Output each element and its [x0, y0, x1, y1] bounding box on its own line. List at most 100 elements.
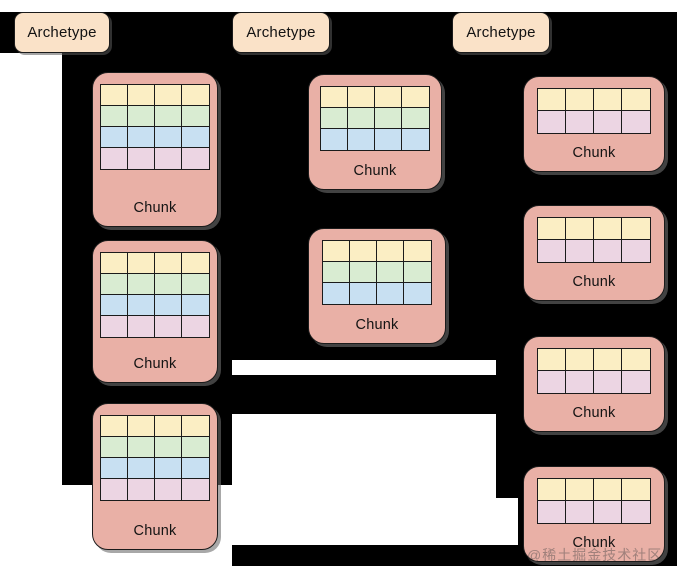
chunk-grid-cell	[538, 501, 566, 523]
background-white-region	[0, 53, 62, 485]
chunk-grid-cell	[375, 129, 402, 150]
chunk-label: Chunk	[133, 200, 177, 216]
chunk-grid-row	[101, 316, 209, 337]
chunk-component-grid	[100, 415, 210, 501]
chunk-grid-cell	[155, 106, 182, 127]
chunk-card[interactable]: Chunk	[523, 205, 665, 301]
chunk-card[interactable]: Chunk	[92, 403, 218, 550]
chunk-grid-cell	[182, 479, 209, 500]
chunk-grid-cell	[155, 148, 182, 169]
chunk-card[interactable]: Chunk	[308, 228, 446, 344]
chunk-grid-cell	[375, 87, 402, 108]
chunk-grid-cell	[402, 108, 429, 129]
chunk-grid-cell	[128, 295, 155, 316]
chunk-component-grid	[100, 252, 210, 338]
chunk-grid-cell	[566, 501, 594, 523]
chunk-grid-cell	[182, 253, 209, 274]
chunk-card[interactable]: Chunk	[523, 466, 665, 562]
archetype-box[interactable]: Archetype	[452, 12, 550, 53]
chunk-card[interactable]: Chunk	[92, 72, 218, 227]
chunk-grid-row	[101, 479, 209, 500]
chunk-grid-cell	[128, 458, 155, 479]
chunk-grid-cell	[182, 85, 209, 106]
chunk-grid-cell	[348, 129, 375, 150]
chunk-grid-cell	[377, 283, 404, 304]
chunk-grid-row	[538, 111, 650, 133]
chunk-grid-cell	[566, 218, 594, 240]
chunk-grid-cell	[321, 129, 348, 150]
chunk-component-grid	[537, 217, 651, 263]
chunk-grid-row	[538, 371, 650, 393]
chunk-grid-cell	[101, 295, 128, 316]
archetype-label: Archetype	[27, 24, 97, 41]
chunk-grid-cell	[155, 253, 182, 274]
chunk-grid-cell	[101, 85, 128, 106]
chunk-grid-cell	[182, 458, 209, 479]
chunk-label: Chunk	[572, 535, 616, 551]
chunk-grid-cell	[101, 106, 128, 127]
chunk-grid-cell	[622, 371, 650, 393]
archetype-box[interactable]: Archetype	[14, 12, 110, 53]
chunk-grid-cell	[622, 218, 650, 240]
chunk-label: Chunk	[572, 274, 616, 290]
chunk-grid-cell	[350, 262, 377, 283]
chunk-grid-row	[101, 274, 209, 295]
chunk-component-grid	[320, 86, 430, 151]
chunk-grid-row	[323, 283, 431, 304]
archetype-box[interactable]: Archetype	[232, 12, 330, 53]
chunk-grid-cell	[402, 129, 429, 150]
chunk-card[interactable]: Chunk	[523, 336, 665, 432]
chunk-grid-cell	[128, 437, 155, 458]
chunk-grid-cell	[128, 148, 155, 169]
chunk-grid-cell	[566, 479, 594, 501]
chunk-grid-row	[321, 129, 429, 150]
chunk-grid-row	[101, 127, 209, 148]
chunk-grid-cell	[622, 111, 650, 133]
chunk-component-grid	[322, 240, 432, 305]
chunk-grid-cell	[594, 218, 622, 240]
chunk-card[interactable]: Chunk	[523, 76, 665, 172]
chunk-grid-row	[101, 253, 209, 274]
chunk-grid-cell	[538, 349, 566, 371]
chunk-grid-cell	[101, 458, 128, 479]
chunk-component-grid	[100, 84, 210, 170]
chunk-grid-cell	[155, 274, 182, 295]
chunk-grid-cell	[128, 253, 155, 274]
chunk-grid-cell	[538, 111, 566, 133]
chunk-grid-cell	[101, 479, 128, 500]
chunk-grid-cell	[182, 316, 209, 337]
chunk-grid-cell	[155, 127, 182, 148]
chunk-grid-cell	[350, 241, 377, 262]
archetype-label: Archetype	[246, 24, 316, 41]
chunk-grid-cell	[128, 127, 155, 148]
chunk-grid-cell	[155, 437, 182, 458]
chunk-grid-cell	[594, 371, 622, 393]
chunk-card[interactable]: Chunk	[308, 74, 442, 190]
chunk-grid-cell	[101, 148, 128, 169]
chunk-grid-cell	[594, 111, 622, 133]
chunk-grid-cell	[182, 274, 209, 295]
chunk-grid-cell	[101, 253, 128, 274]
chunk-grid-cell	[594, 240, 622, 262]
chunk-grid-cell	[101, 437, 128, 458]
chunk-component-grid	[537, 348, 651, 394]
chunk-grid-row	[101, 295, 209, 316]
chunk-grid-cell	[402, 87, 429, 108]
chunk-grid-cell	[566, 240, 594, 262]
chunk-grid-row	[101, 85, 209, 106]
chunk-grid-cell	[594, 89, 622, 111]
chunk-grid-row	[538, 240, 650, 262]
chunk-grid-cell	[323, 283, 350, 304]
chunk-label: Chunk	[133, 523, 177, 539]
chunk-grid-row	[538, 89, 650, 111]
chunk-grid-cell	[566, 111, 594, 133]
chunk-grid-cell	[566, 349, 594, 371]
chunk-grid-cell	[594, 501, 622, 523]
chunk-grid-cell	[182, 416, 209, 437]
chunk-grid-cell	[594, 349, 622, 371]
chunk-grid-row	[321, 87, 429, 108]
chunk-grid-cell	[622, 240, 650, 262]
chunk-grid-cell	[622, 501, 650, 523]
chunk-grid-cell	[182, 148, 209, 169]
chunk-card[interactable]: Chunk	[92, 240, 218, 383]
